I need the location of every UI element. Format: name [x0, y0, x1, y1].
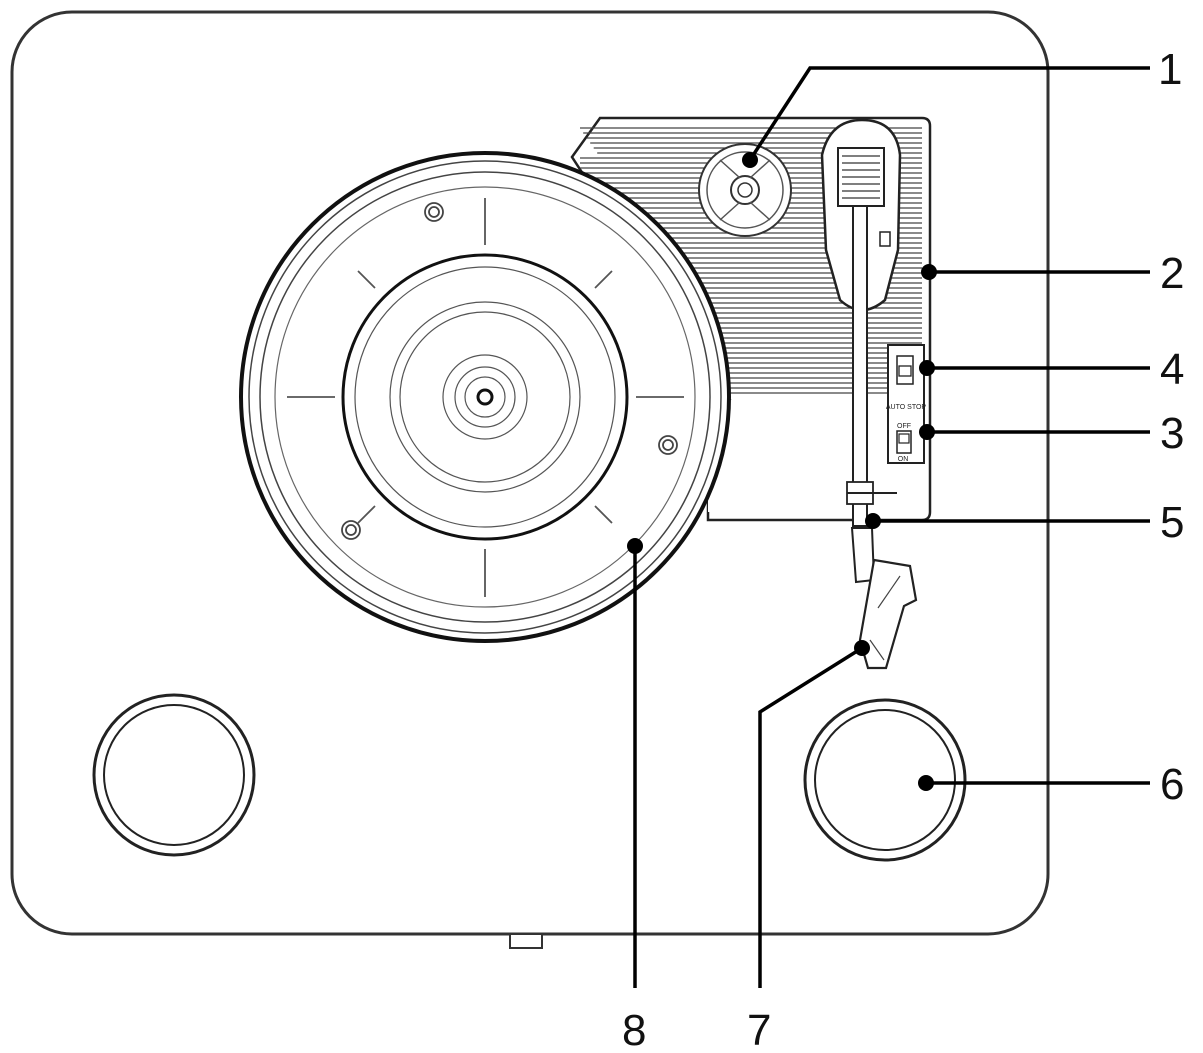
callout-2: 2 — [1160, 249, 1184, 298]
switch-panel: AUTO STOP OFF ON — [886, 344, 927, 464]
auto-stop-label: AUTO STOP — [886, 404, 927, 411]
callout-6: 6 — [1160, 760, 1184, 809]
callout-3: 3 — [1160, 409, 1184, 458]
bottom-connector — [509, 933, 543, 949]
right-speaker — [803, 698, 967, 862]
on-label: ON — [898, 456, 909, 463]
callout-1: 1 — [1158, 45, 1182, 94]
spindle-icon — [476, 388, 494, 406]
callout-7: 7 — [747, 1006, 771, 1053]
leader-dots — [627, 152, 937, 791]
off-label: OFF — [897, 423, 911, 430]
callout-5: 5 — [1160, 498, 1184, 547]
callout-4: 4 — [1160, 345, 1184, 394]
callout-8: 8 — [622, 1006, 646, 1053]
speed-switch[interactable] — [896, 355, 914, 385]
platter — [239, 151, 731, 643]
tonearm — [820, 118, 918, 670]
leader-lines — [633, 66, 1150, 988]
left-speaker — [92, 693, 256, 857]
adapter-holder — [698, 143, 792, 237]
auto-stop-switch[interactable] — [896, 430, 912, 454]
